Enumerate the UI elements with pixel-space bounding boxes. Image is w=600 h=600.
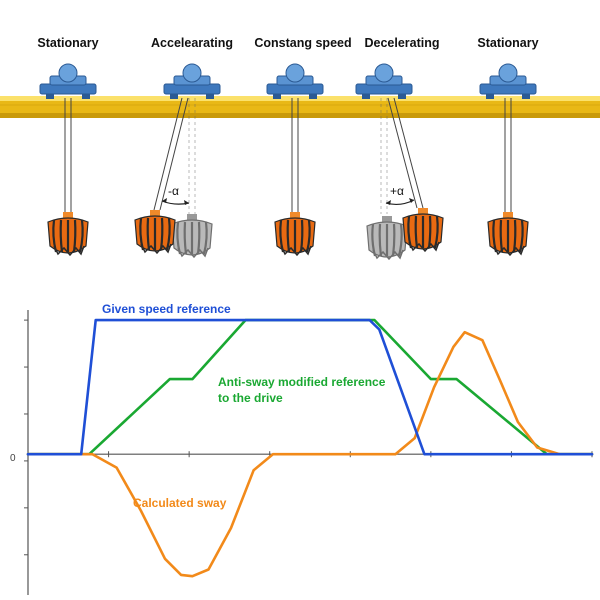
- y-zero-label: 0: [10, 453, 16, 464]
- trolley-stationary-start: [39, 63, 97, 99]
- ropes-stationary-start: [64, 98, 72, 212]
- legend-anti-sway-line2: to the drive: [218, 391, 283, 405]
- phase-label-accelerating: Accelearating: [151, 36, 233, 50]
- bucket-accelerating: [134, 210, 176, 255]
- bucket-stationary-start: [47, 212, 89, 257]
- sway-symbol-negative: -α: [168, 184, 179, 198]
- series-line-calculated-sway: [26, 330, 594, 578]
- trolley-accelerating: [163, 63, 221, 99]
- sway-symbol-positive: +α: [390, 184, 404, 198]
- crane-rail: [0, 96, 600, 118]
- trolley-constant-speed: [266, 63, 324, 99]
- ropes-accelerating: [153, 97, 189, 211]
- series-line-given-speed-reference: [26, 318, 594, 456]
- bucket-constant-speed: [274, 212, 316, 257]
- phase-label-stationary-start: Stationary: [37, 36, 99, 50]
- ropes-stationary-end: [504, 98, 512, 212]
- phase-label-constant-speed: Constang speed: [254, 36, 352, 50]
- legend-anti-sway-line1: Anti-sway modified reference: [218, 375, 386, 389]
- bucket-decelerating: [402, 208, 444, 253]
- reference-ropes-decelerating: [380, 98, 388, 214]
- phase-label-stationary-end: Stationary: [477, 36, 539, 50]
- ropes-decelerating: [387, 97, 424, 209]
- ropes-constant-speed: [291, 98, 299, 212]
- sway-angle-decelerating: +α: [385, 184, 415, 206]
- bucket-stationary-end: [487, 212, 529, 257]
- reference-ropes-accelerating: [188, 98, 196, 214]
- motion-chart: [24, 310, 594, 595]
- trolley-stationary-end: [479, 63, 537, 99]
- trolley-decelerating: [355, 63, 413, 99]
- phase-label-decelerating: Decelerating: [364, 36, 440, 50]
- legend-calculated-sway: Calculated sway: [133, 496, 227, 510]
- legend-given-speed: Given speed reference: [102, 302, 231, 316]
- sway-angle-accelerating: -α: [161, 184, 190, 205]
- bucket-reference-decelerating: [366, 216, 408, 261]
- bucket-reference-accelerating: [171, 214, 213, 259]
